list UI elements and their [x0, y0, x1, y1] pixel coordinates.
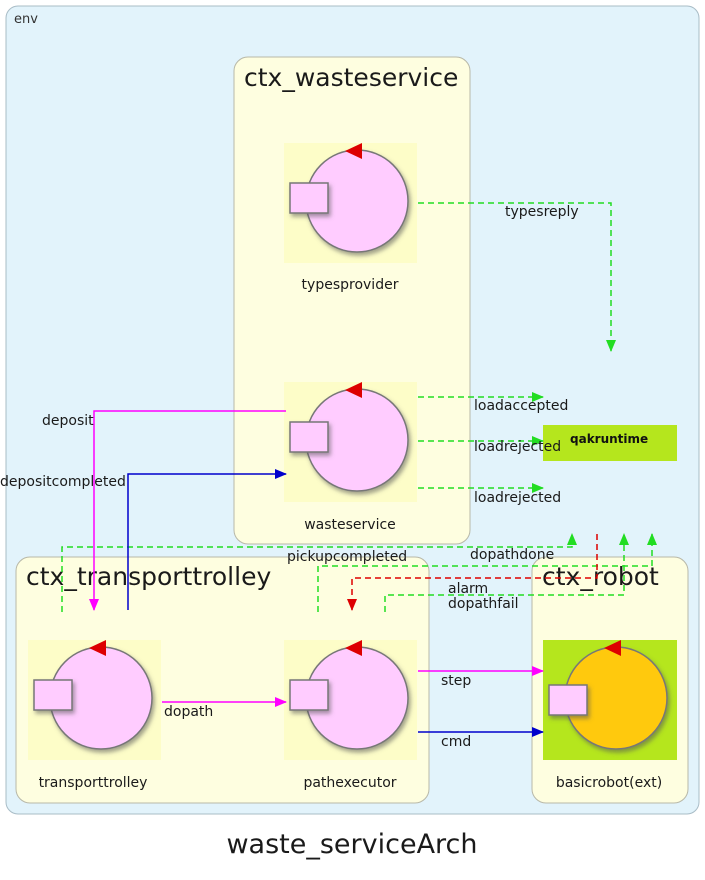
- edge-deposit: [89, 410, 286, 611]
- edge-step-label: step: [441, 673, 471, 689]
- edge-pickupcompleted: [61, 533, 577, 612]
- actor-pathexecutor-marker-icon: [345, 640, 362, 656]
- actor-wasteservice-port-icon: [289, 421, 329, 453]
- actor-basicrobot-port-icon: [548, 684, 588, 716]
- actor-wasteservice-label: wasteservice: [304, 517, 396, 533]
- edge-pickupcompleted-label: pickupcompleted: [287, 549, 407, 565]
- edge-typesreply-label: typesreply: [505, 204, 579, 220]
- actor-pathexecutor[interactable]: pathexecutor: [284, 640, 417, 791]
- edge-typesreply: [418, 202, 616, 352]
- actor-transporttrolley-label: transporttrolley: [39, 775, 148, 791]
- qakruntime-box: [543, 425, 677, 461]
- actor-typesprovider-label: typesprovider: [302, 277, 399, 293]
- actor-wasteservice-marker-icon: [345, 382, 362, 398]
- actor-pathexecutor-port-icon: [289, 679, 329, 711]
- actor-basicrobot-marker-icon: [604, 640, 621, 656]
- edge-deposit-label: deposit: [42, 413, 94, 429]
- edge-depositcompleted: [127, 469, 287, 610]
- edge-depositcompleted-label: depositcompleted: [0, 474, 126, 490]
- actor-typesprovider-marker-icon: [345, 143, 362, 159]
- actor-wasteservice[interactable]: wasteservice: [284, 382, 417, 533]
- actor-transporttrolley-marker-icon: [89, 640, 106, 656]
- edge-dopathdone: [317, 533, 657, 612]
- diagram-title: waste_serviceArch: [226, 829, 477, 860]
- edge-cmd-label: cmd: [441, 734, 471, 750]
- actor-typesprovider[interactable]: typesprovider: [284, 143, 417, 293]
- edge-dopath-label: dopath: [164, 704, 213, 720]
- actor-pathexecutor-label: pathexecutor: [303, 775, 396, 791]
- actor-basicrobot[interactable]: basicrobot(ext): [543, 640, 677, 791]
- actor-transporttrolley-port-icon: [33, 679, 73, 711]
- edge-alarm-label: alarm: [448, 581, 488, 597]
- qakruntime-label: qakruntime: [570, 432, 648, 446]
- ctx-transporttrolley-title: ctx_transporttrolley: [26, 562, 271, 591]
- edge-dopathfail-label: dopathfail: [448, 596, 519, 612]
- actor-typesprovider-port-icon: [289, 182, 329, 214]
- edge-loadrejected-2-label: loadrejected: [474, 490, 561, 506]
- edge-loadrejected-1-label: loadrejected: [474, 439, 561, 455]
- ctx-robot-title: ctx_robot: [542, 562, 659, 591]
- edge-alarm: [347, 534, 598, 611]
- actor-transporttrolley[interactable]: transporttrolley: [28, 640, 161, 791]
- actor-basicrobot-label: basicrobot(ext): [556, 775, 662, 791]
- ctx-wasteservice-title: ctx_wasteservice: [244, 63, 458, 92]
- edge-dopathdone-label: dopathdone: [470, 547, 554, 563]
- edge-loadaccepted-label: loadaccepted: [474, 398, 568, 414]
- env-label: env: [14, 12, 38, 27]
